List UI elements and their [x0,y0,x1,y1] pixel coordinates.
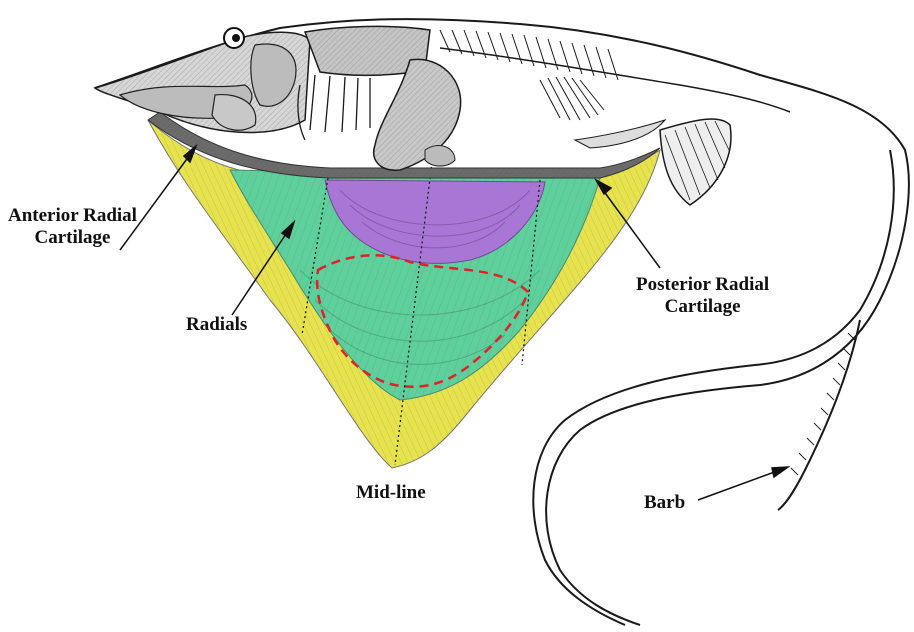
label-radials: Radials [186,314,247,336]
label-line: Mid-line [356,482,426,504]
label-line: Radials [186,314,247,336]
label-posterior-radial-cartilage: Posterior Radial Cartilage [636,274,769,318]
barb-arrow [698,470,780,500]
label-anterior-radial-cartilage: Anterior Radial Cartilage [8,205,137,249]
label-line: Cartilage [636,296,769,318]
label-line: Posterior Radial [636,274,769,296]
label-mid-line: Mid-line [356,482,426,504]
label-line: Barb [644,492,685,514]
label-barb: Barb [644,492,685,514]
label-line: Cartilage [8,227,137,249]
label-line: Anterior Radial [8,205,137,227]
tail-barb [778,320,860,510]
